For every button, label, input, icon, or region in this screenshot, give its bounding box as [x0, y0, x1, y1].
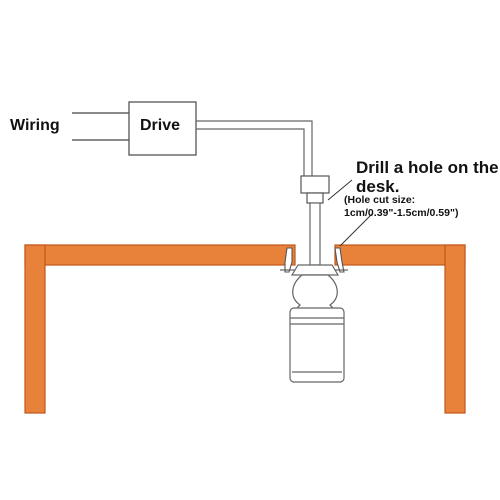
wiring-lines [72, 112, 129, 141]
cable-gland [300, 175, 330, 194]
desk-leg-left [24, 244, 46, 414]
hole-size-label: (Hole cut size: [344, 194, 416, 206]
desk [24, 244, 466, 414]
desk-leg-right [444, 244, 466, 414]
drill-title-line2: desk. [356, 177, 400, 196]
drive-box [128, 101, 197, 156]
drill-title-line1: Drill a hole on the [356, 158, 499, 177]
desk-top-left [24, 244, 296, 266]
gland-nut [306, 192, 324, 204]
drive-cable [196, 120, 313, 176]
hole-size-value: 1cm/0.39"-1.5cm/0.59") [344, 207, 459, 219]
drive-label: Drive [140, 117, 181, 134]
lamp-housing [289, 264, 345, 383]
annotation-leaders [327, 179, 373, 247]
drill-hole-title: Drill a hole on the desk. [356, 158, 499, 196]
mounting-clips [280, 247, 348, 273]
lamp-stem [309, 202, 321, 266]
wiring-label: Wiring [10, 117, 60, 134]
